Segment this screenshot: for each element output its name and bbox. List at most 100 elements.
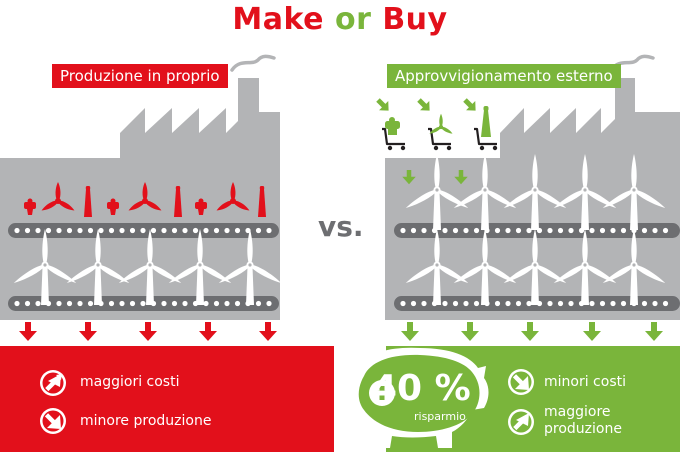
conveyor-roller [599, 300, 606, 307]
label-external-sourcing: Approvvigionamento esterno [387, 64, 621, 88]
conveyor-roller [129, 300, 136, 307]
right-conveyor-top-rollers [400, 227, 669, 234]
conveyor-roller [182, 227, 188, 234]
conveyor-roller [652, 227, 658, 234]
arrow-up-right-icon [40, 370, 66, 396]
arrow-down-right-icon [463, 98, 476, 111]
right-smoke [609, 54, 655, 72]
conveyor-roller [255, 227, 262, 234]
piggy-bank-icon [345, 347, 489, 448]
conveyor-roller [77, 227, 83, 234]
conveyor-roller [224, 300, 230, 307]
conveyor-roller [234, 300, 241, 307]
conveyor-roller [150, 227, 157, 234]
arrow-down-icon [645, 322, 663, 341]
conveyor-roller [641, 227, 648, 234]
conveyor-roller [56, 227, 62, 234]
plus-icon [369, 380, 395, 406]
arrow-down-icon [79, 322, 97, 341]
arrow-down-icon [461, 322, 479, 341]
conveyor-roller [568, 300, 574, 307]
conveyor-roller [87, 300, 94, 307]
conveyor-roller [547, 227, 553, 234]
conveyor-roller [266, 300, 272, 307]
conveyor-roller [119, 300, 125, 307]
conveyor-roller [213, 227, 220, 234]
conveyor-roller [192, 227, 199, 234]
conveyor-roller [610, 300, 616, 307]
conveyor-roller [108, 300, 115, 307]
title-buy: Buy [382, 2, 448, 37]
arrow-down-icon [583, 322, 601, 341]
conveyor-roller [505, 300, 511, 307]
conveyor-roller [410, 300, 417, 307]
conveyor-roller [463, 300, 469, 307]
conveyor-roller [266, 227, 272, 234]
conveyor-roller [400, 227, 406, 234]
conveyor-roller [473, 300, 480, 307]
conveyor-roller [45, 227, 52, 234]
conveyor-roller [662, 227, 669, 234]
conveyor-roller [494, 300, 501, 307]
conveyor-roller [161, 300, 167, 307]
conveyor-roller [526, 300, 532, 307]
conveyor-roller [161, 227, 167, 234]
conveyor-roller [234, 227, 241, 234]
conveyor-roller [421, 300, 427, 307]
conveyor-roller [66, 227, 73, 234]
cart-with-nacelle [380, 117, 407, 152]
conveyor-roller [203, 227, 209, 234]
savings-label: risparmio [414, 410, 466, 423]
conveyor-roller [182, 300, 188, 307]
conveyor-roller [620, 227, 627, 234]
right-output-arrows [401, 322, 663, 341]
left-effect-higher-costs: maggiori costi [80, 374, 180, 390]
arrow-down-icon [402, 170, 416, 185]
conveyor-roller [442, 300, 448, 307]
conveyor-roller [14, 300, 20, 307]
conveyor-roller [452, 227, 459, 234]
conveyor-roller [35, 227, 41, 234]
left-conveyor-top-rollers [14, 227, 272, 234]
arrow-down-icon [199, 322, 217, 341]
conveyor-roller [255, 300, 262, 307]
left-result-panel [0, 346, 334, 452]
conveyor-roller [66, 300, 73, 307]
conveyor-roller [171, 300, 178, 307]
conveyor-roller [547, 300, 553, 307]
arrow-down-icon [259, 322, 277, 341]
conveyor-roller [515, 300, 522, 307]
arrow-down-right-icon [417, 98, 430, 111]
conveyor-roller [87, 227, 94, 234]
arrow-down-right-icon [508, 369, 534, 395]
arrow-up-right-icon [508, 409, 534, 435]
conveyor-roller [410, 227, 417, 234]
conveyor-roller [463, 227, 469, 234]
conveyor-roller [620, 300, 627, 307]
conveyor-roller [599, 227, 606, 234]
conveyor-roller [473, 227, 480, 234]
conveyor-roller [108, 227, 115, 234]
right-factory [345, 54, 680, 452]
left-smoke [230, 54, 276, 72]
conveyor-roller [610, 227, 616, 234]
conveyor-roller [140, 227, 146, 234]
conveyor-roller [515, 227, 522, 234]
conveyor-roller [568, 227, 574, 234]
conveyor-roller [140, 300, 146, 307]
conveyor-roller [77, 300, 83, 307]
conveyor-roller [35, 300, 41, 307]
versus-label: vs. [318, 210, 364, 243]
conveyor-roller [98, 227, 104, 234]
left-factory-building [0, 78, 280, 320]
title-or: or [334, 2, 372, 37]
conveyor-roller [24, 300, 31, 307]
conveyor-roller [213, 300, 220, 307]
left-effect-lower-production: minore produzione [80, 413, 212, 429]
conveyor-roller [400, 300, 406, 307]
supply-carts [380, 106, 499, 152]
conveyor-roller [442, 227, 448, 234]
conveyor-roller [245, 227, 251, 234]
